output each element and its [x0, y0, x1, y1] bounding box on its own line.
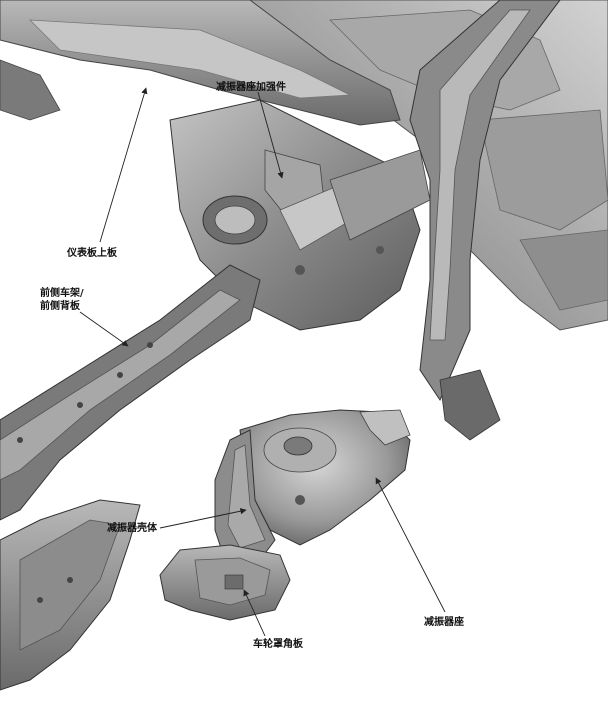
- label-shock-absorber-housing: 减振器壳体: [107, 523, 157, 534]
- label-dashboard-upper-panel: 仪表板上板: [67, 248, 117, 259]
- wheel-house-corner-panel-part: [159, 544, 291, 621]
- lower-left-wheelhouse-part: [0, 499, 141, 691]
- arrow-shock-tower-reinforcement: [257, 91, 284, 179]
- leader-lines: [79, 87, 446, 637]
- arrow-shock-absorber-seat: [375, 477, 446, 613]
- dashboard-upper-panel-part: [0, 0, 401, 126]
- a-pillar-part: [409, 0, 561, 441]
- label-shock-tower-reinforcement: 减振器座加强件: [216, 82, 286, 93]
- arrow-shock-absorber-housing: [159, 508, 247, 529]
- arrow-front-side-frame: [79, 311, 129, 347]
- shock-absorber-housing-part: [214, 429, 276, 561]
- shock-absorber-seat-part: [239, 409, 411, 546]
- arrow-dashboard-upper-panel: [99, 87, 148, 243]
- arrow-wheel-house-corner-panel: [243, 589, 266, 637]
- label-wheel-house-corner-panel: 车轮罩角板: [253, 639, 303, 650]
- front-side-frame-part: [0, 264, 261, 521]
- label-front-side-frame: 前侧车架/ 前侧背板: [40, 288, 84, 312]
- label-shock-absorber-seat: 减振器座: [424, 617, 464, 628]
